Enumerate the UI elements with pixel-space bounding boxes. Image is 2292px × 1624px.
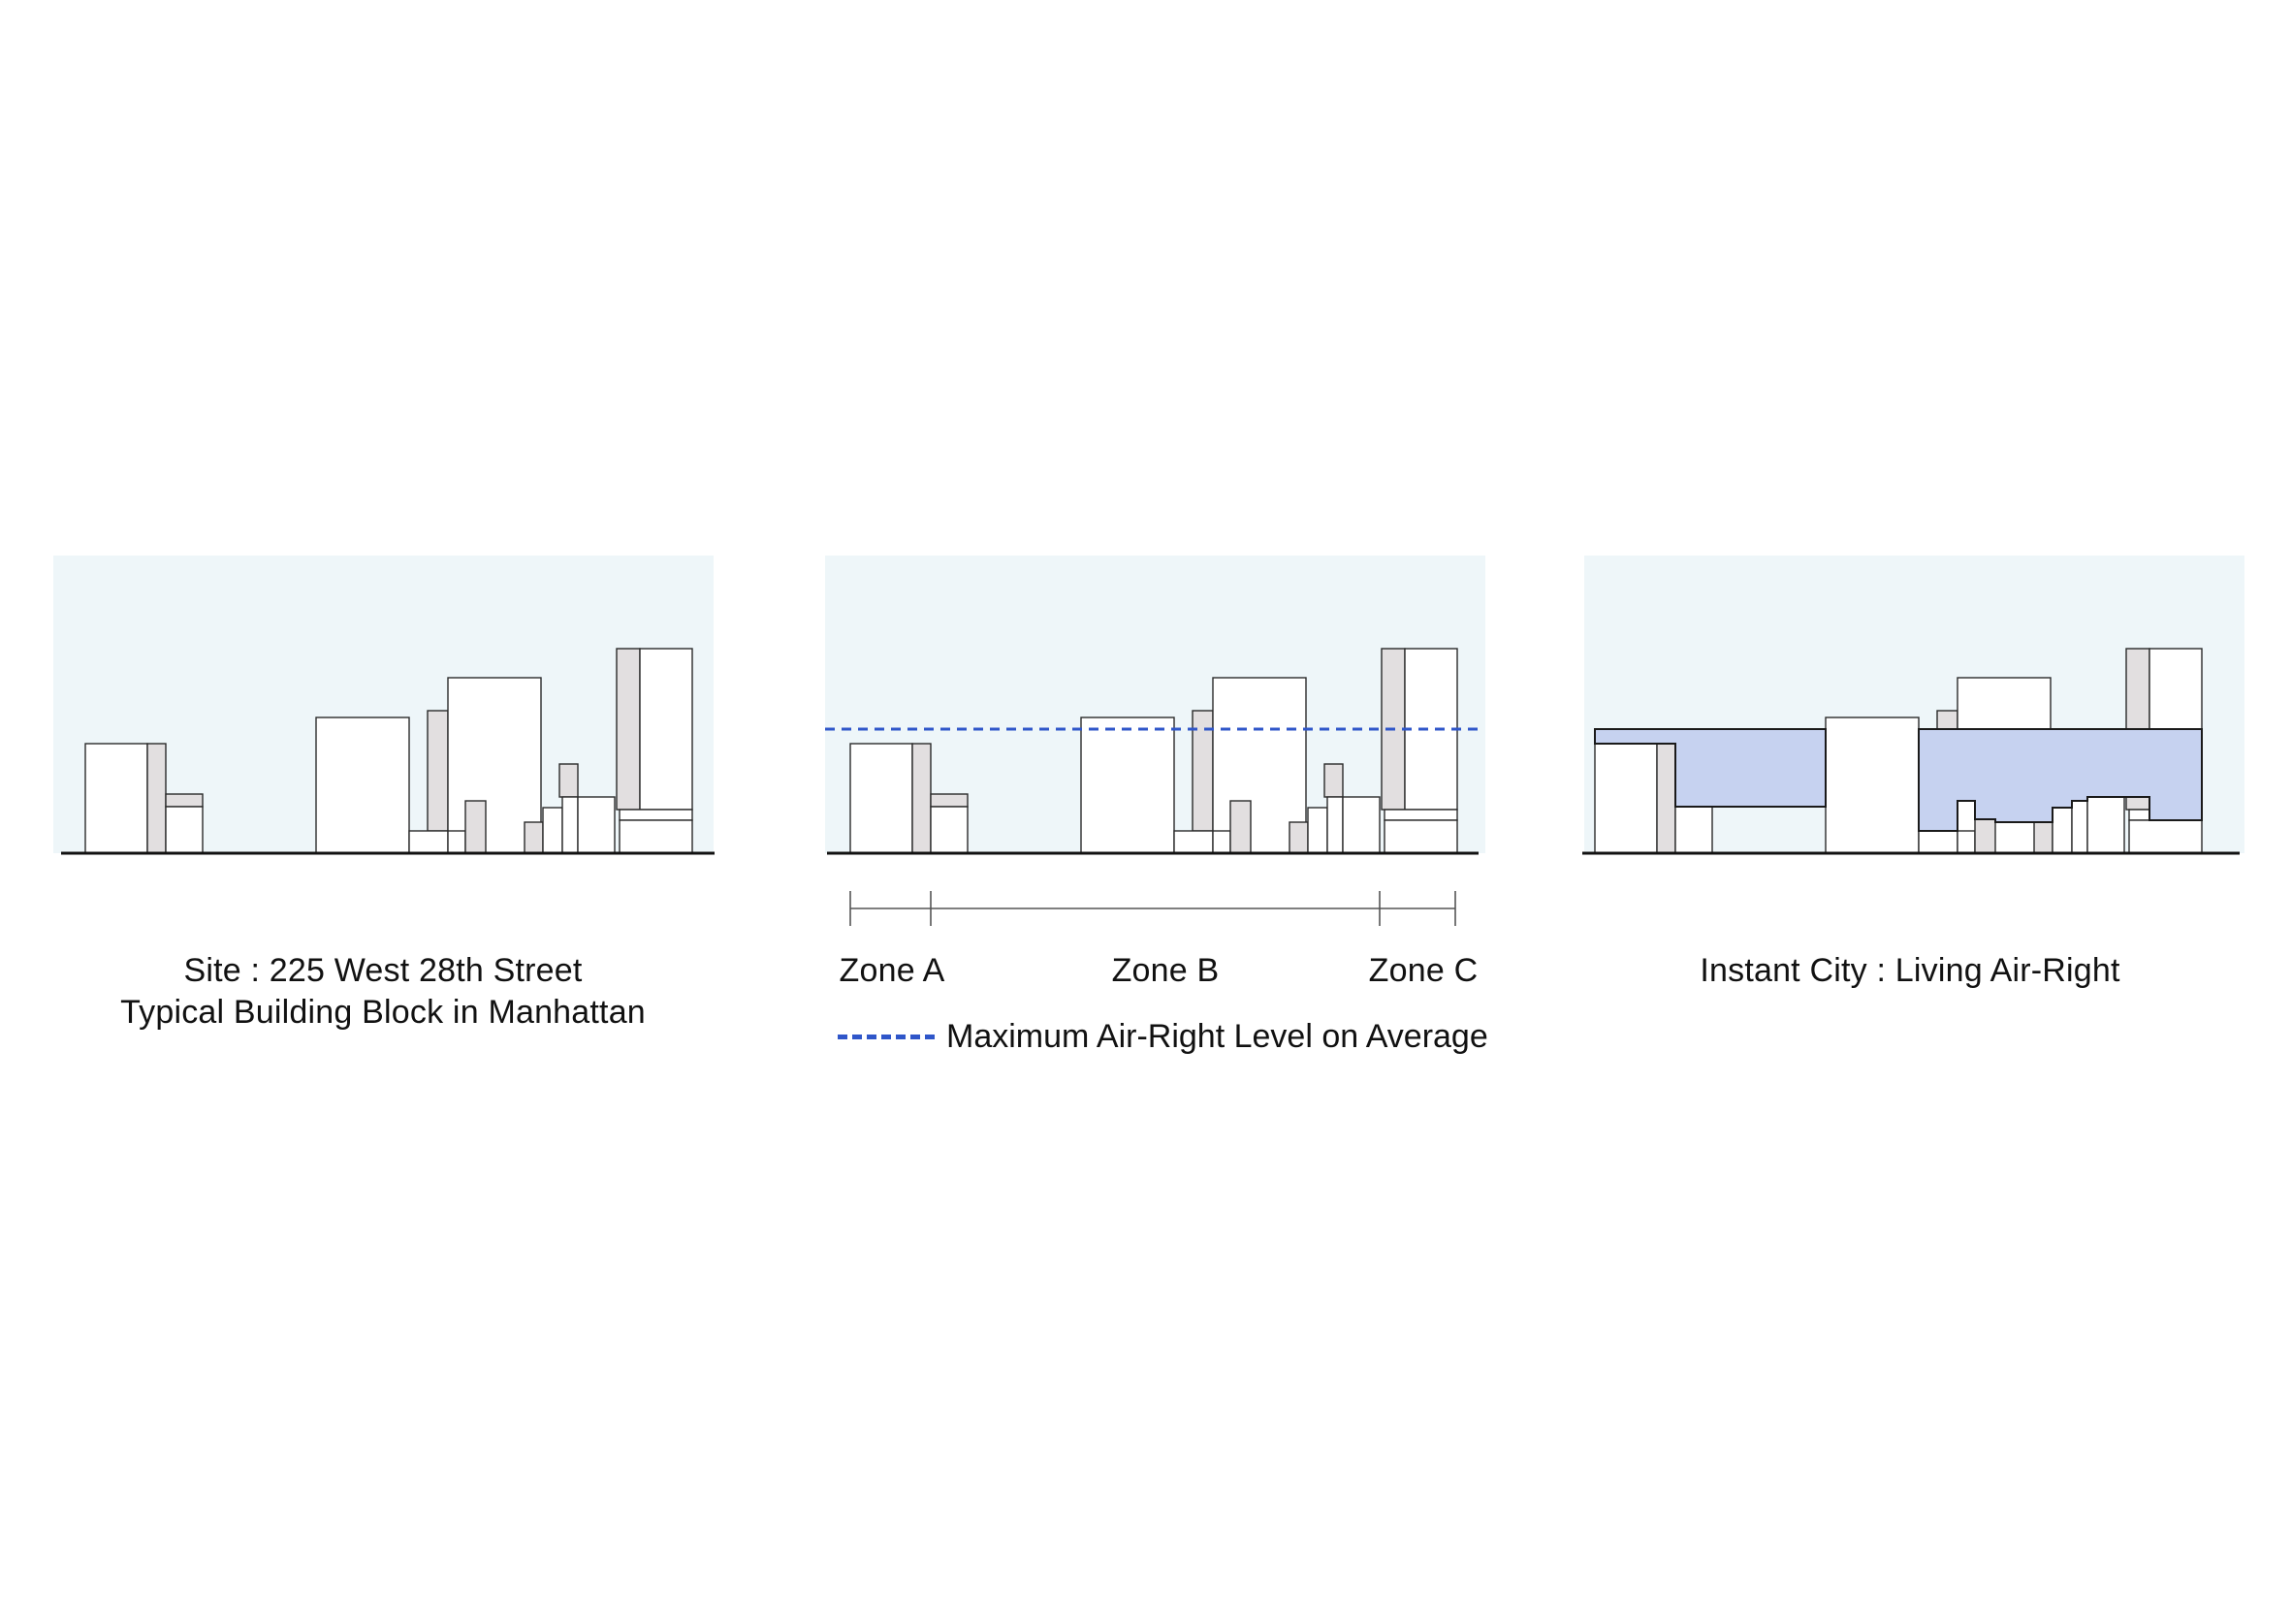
panel-2-building-12 <box>1307 807 1328 854</box>
panel-1-building-13 <box>561 796 579 854</box>
panel-3-building-10 <box>2033 821 2053 854</box>
panel-1-building-18 <box>619 819 693 854</box>
panel-2-building-13 <box>1326 796 1344 854</box>
panel-2-building-17 <box>1384 809 1458 821</box>
panel-1-building-15 <box>616 648 641 811</box>
panel-1-building-3 <box>165 806 204 854</box>
panel-2-building-1 <box>911 743 932 854</box>
panel-2-building-2 <box>930 793 969 808</box>
panel-3-caption: Instant City : Living Air-Right <box>1571 950 2249 992</box>
panel-3-building-4 <box>1825 716 1920 854</box>
air-right-infill-left <box>1594 728 1827 808</box>
panel-3-building-8 <box>1957 830 1976 854</box>
panel-1-building-7 <box>408 830 449 854</box>
panel-2-building-14 <box>1342 796 1381 854</box>
panel-3-building-12 <box>2052 807 2073 854</box>
panel-1-building-10 <box>524 821 544 854</box>
panel-1-caption: Site : 225 West 28th Street Typical Buil… <box>53 950 713 1034</box>
air-right-infill-right <box>1918 728 2203 832</box>
panel-2-building-9 <box>1229 800 1252 854</box>
panel-1-building-4 <box>315 716 410 854</box>
legend-label: Maximum Air-Right Level on Average <box>946 1017 1488 1055</box>
panel-2-building-7 <box>1173 830 1214 854</box>
zone-c-label: Zone C <box>1368 952 1479 989</box>
panel-1-building-2 <box>165 793 204 808</box>
panel-3-building-1 <box>1656 743 1676 854</box>
panel-1-building-1 <box>146 743 167 854</box>
panel-1-caption-line-1: Site : 225 West 28th Street <box>183 952 583 989</box>
panel-1-building-17 <box>619 809 693 821</box>
air-right-legend: Maximum Air-Right Level on Average <box>838 1013 1488 1060</box>
zone-b-label: Zone B <box>1111 952 1220 989</box>
panel-3-building-14 <box>2086 796 2125 854</box>
panel-3-building-3 <box>1674 806 1713 854</box>
panel-3-building-7 <box>1918 830 1958 854</box>
panel-1-building-8 <box>447 830 466 854</box>
panel-1-building-12 <box>542 807 563 854</box>
panel-1-caption-line-2: Typical Building Block in Manhattan <box>120 994 646 1031</box>
panel-2-building-8 <box>1212 830 1231 854</box>
zone-a-label: Zone A <box>839 952 945 989</box>
dashed-line-icon <box>838 1034 935 1039</box>
panel-2-building-3 <box>930 806 969 854</box>
panel-1-building-16 <box>639 648 693 811</box>
panel-2-building-11 <box>1323 763 1344 798</box>
panel-2-building-4 <box>1080 716 1175 854</box>
panel-2-building-18 <box>1384 819 1458 854</box>
panel-1-building-5 <box>427 710 449 832</box>
panel-3-building-13 <box>2071 796 2088 854</box>
panel-2-building-6 <box>1212 677 1307 854</box>
panel-1-building-9 <box>464 800 487 854</box>
panel-2-building-10 <box>1289 821 1309 854</box>
panel-1-building-14 <box>577 796 616 854</box>
panel-1-building-0 <box>84 743 148 854</box>
panel-2-building-0 <box>849 743 913 854</box>
panel-1-building-11 <box>558 763 579 798</box>
panel-3-building-0 <box>1594 743 1658 854</box>
panel-3-building-18 <box>2128 819 2203 854</box>
panel-3-caption-line-1: Instant City : Living Air-Right <box>1700 952 2120 989</box>
panel-2-building-16 <box>1404 648 1458 811</box>
